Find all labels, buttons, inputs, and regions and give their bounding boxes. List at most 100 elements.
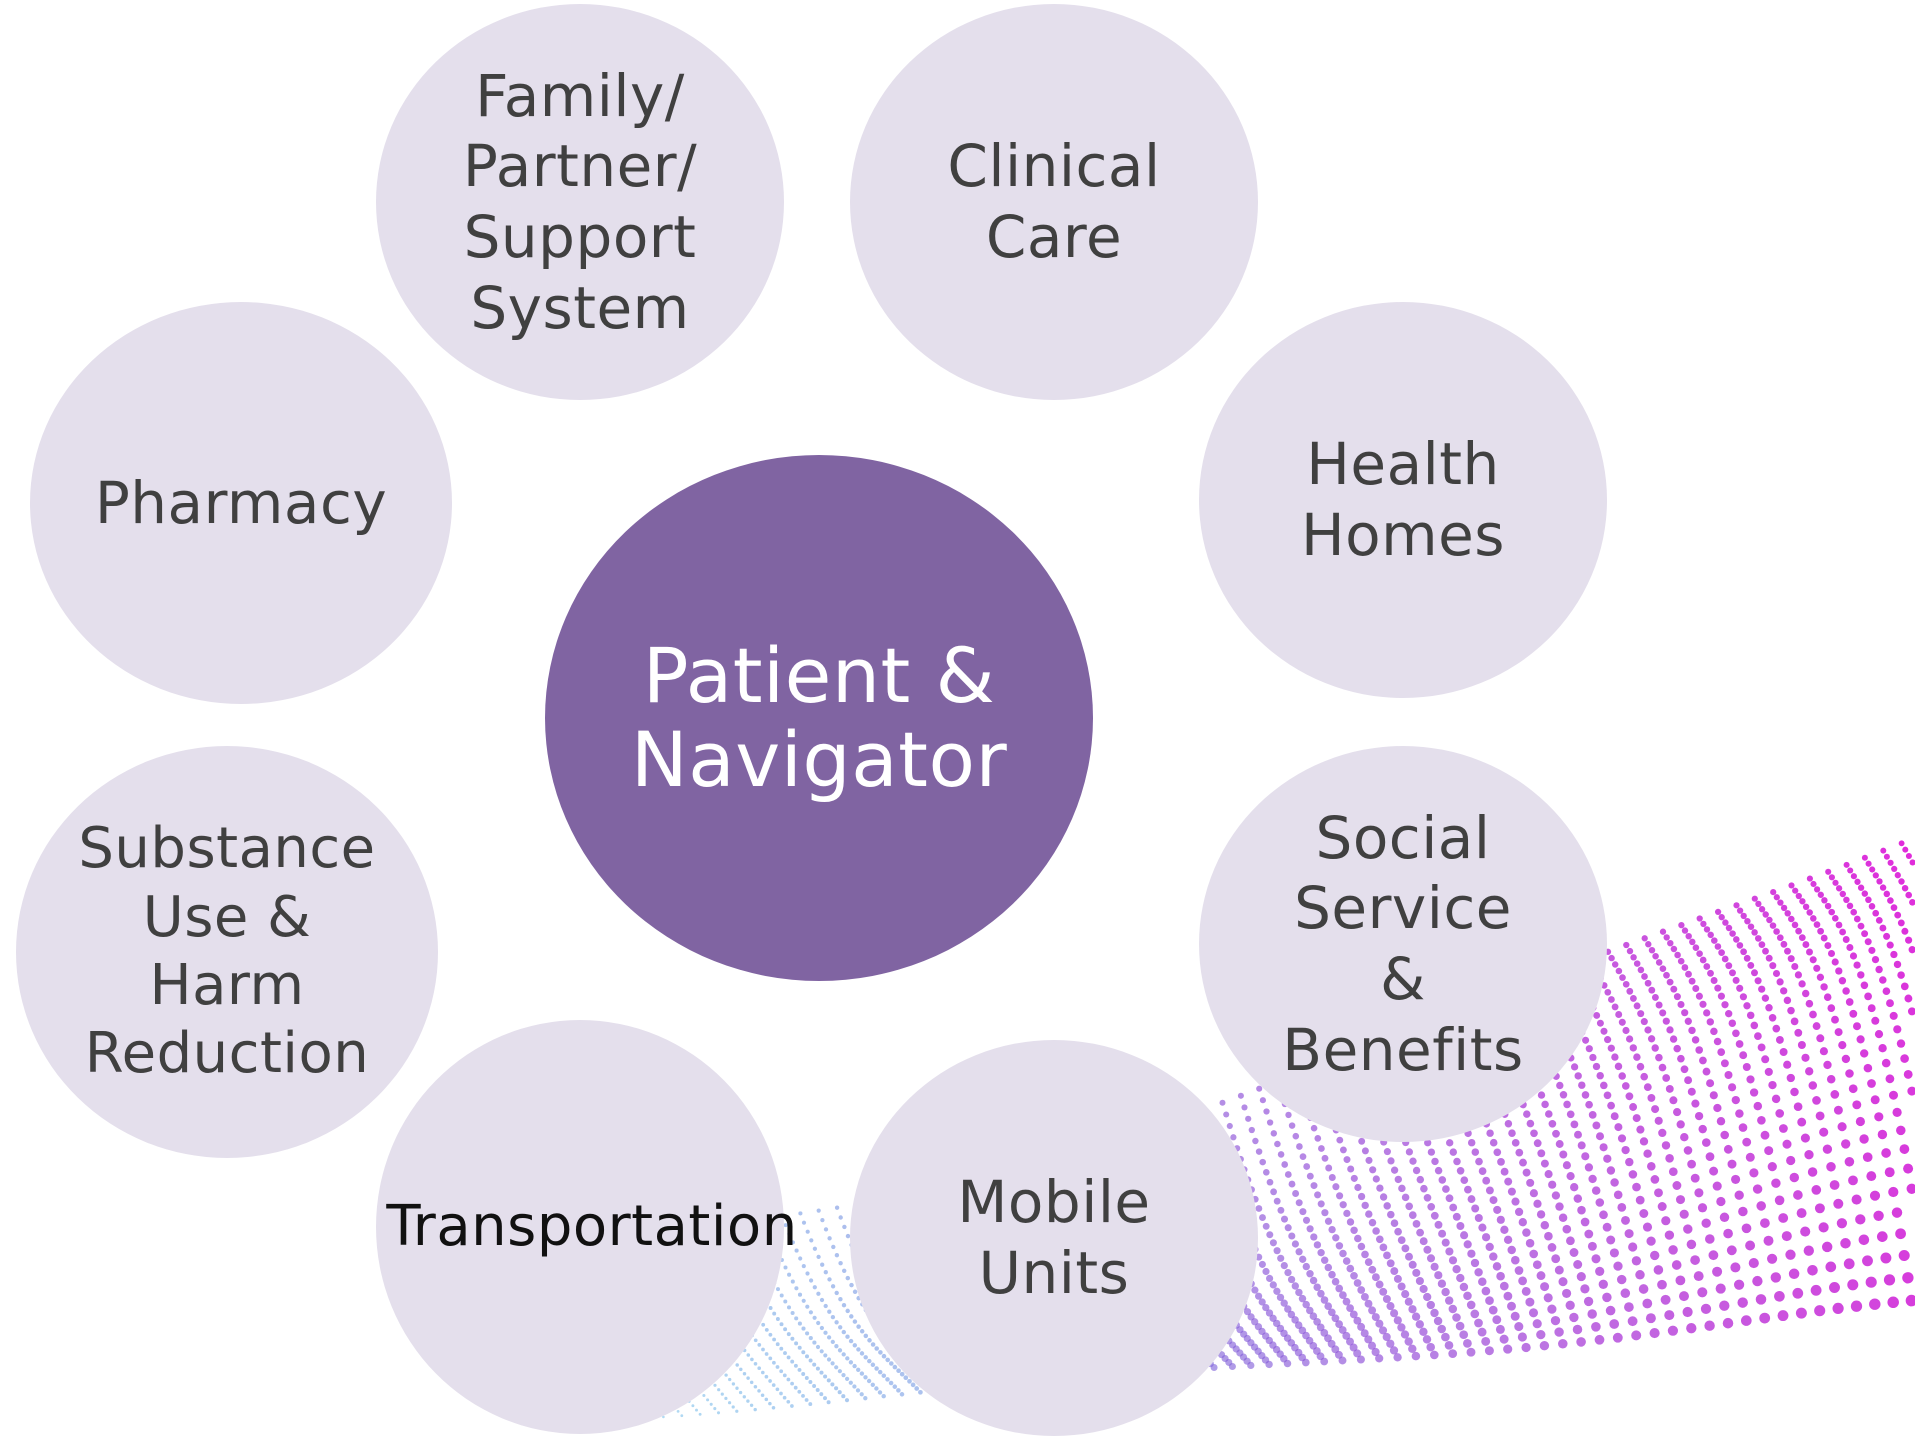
decor-dot [1847, 867, 1854, 874]
decor-dot [903, 1375, 909, 1381]
decor-dot [1485, 1296, 1494, 1305]
decor-dot [1657, 1202, 1667, 1211]
decor-dot [1500, 1225, 1509, 1234]
decor-dot [1684, 1076, 1693, 1085]
decor-dot [826, 1400, 831, 1405]
decor-dot [1716, 1116, 1726, 1126]
decor-dot [1701, 1218, 1711, 1228]
decor-dot [1599, 1210, 1608, 1220]
decor-dot [1610, 1112, 1619, 1121]
decor-dot [1622, 1026, 1630, 1035]
decor-dot [1687, 1087, 1696, 1096]
decor-dot [841, 1352, 846, 1357]
decor-dot [771, 1406, 776, 1410]
decor-dot [808, 1402, 813, 1407]
decor-dot [830, 1382, 835, 1387]
decor-dot [1316, 1323, 1325, 1332]
decor-dot [1642, 1222, 1653, 1232]
decor-dot [852, 1289, 858, 1295]
decor-dot [1270, 1130, 1278, 1137]
decor-dot [801, 1264, 806, 1269]
decor-dot [1839, 890, 1846, 898]
decor-dot [1287, 1275, 1296, 1284]
decor-dot [1419, 1237, 1428, 1246]
decor-dot [1659, 1009, 1667, 1017]
decor-dot [1547, 1304, 1557, 1314]
decor-dot [819, 1392, 824, 1397]
decor-dot [1478, 1167, 1487, 1175]
decor-dot [1745, 1152, 1755, 1162]
decor-dot [1636, 1062, 1645, 1071]
decor-dot [1857, 922, 1865, 930]
decor-dot [1814, 1203, 1825, 1214]
decor-dot [870, 1382, 875, 1387]
decor-dot [1306, 1225, 1314, 1233]
decor-dot [1389, 1346, 1399, 1355]
slide-number: 19 [1836, 1388, 1859, 1410]
node-clinical-care: Clinical Care [850, 4, 1258, 400]
decor-dot [1517, 1332, 1527, 1342]
decor-dot [1761, 994, 1770, 1002]
decor-dot [1848, 1175, 1858, 1186]
node-substance-use-harm-reduction: Substance Use & Harm Reduction [16, 746, 438, 1158]
decor-dot [1719, 1300, 1730, 1311]
decor-dot [746, 1399, 750, 1403]
decor-dot [1872, 872, 1879, 879]
decor-dot [1679, 1291, 1689, 1302]
decor-dot [1783, 1060, 1792, 1069]
decor-dot [1317, 1200, 1325, 1208]
decor-dot [820, 1217, 825, 1223]
decor-dot [1306, 1306, 1314, 1315]
decor-dot [1532, 1319, 1542, 1329]
decor-dot [1611, 961, 1619, 968]
decor-dot [1845, 1069, 1854, 1078]
decor-dot [1474, 1268, 1483, 1277]
decor-dot [1684, 1017, 1692, 1025]
decor-dot [1838, 977, 1847, 985]
decor-dot [1871, 955, 1880, 964]
decor-dot [1695, 1046, 1704, 1054]
decor-dot [1842, 936, 1850, 943]
decor-dot [1262, 1303, 1270, 1312]
decor-dot [1756, 1201, 1766, 1211]
decor-dot [1383, 1148, 1391, 1156]
decor-dot [1724, 1071, 1733, 1079]
decor-dot [1464, 1185, 1472, 1194]
decor-dot [782, 1395, 787, 1400]
decor-dot [1671, 1260, 1682, 1270]
decor-dot [1379, 1287, 1388, 1296]
decor-dot [1273, 1197, 1281, 1205]
decor-dot [1758, 985, 1766, 993]
decor-dot [1415, 1276, 1424, 1286]
decor-dot [863, 1396, 868, 1401]
decor-dot [842, 1224, 847, 1230]
decor-dot [1725, 962, 1733, 970]
decor-dot [1563, 1100, 1571, 1109]
decor-dot [1562, 1161, 1571, 1170]
decor-dot [1816, 1034, 1825, 1043]
decor-dot [1496, 1271, 1505, 1281]
decor-dot [1691, 1036, 1700, 1044]
decor-dot [1665, 1154, 1674, 1163]
decor-dot [1784, 910, 1791, 917]
decor-dot [793, 1363, 798, 1368]
decor-dot [1844, 1157, 1855, 1167]
decor-dot [1353, 1349, 1362, 1358]
node-label: Family/ Partner/ Support System [462, 61, 698, 342]
decor-dot [1324, 1217, 1333, 1225]
decor-dot [1588, 1174, 1597, 1184]
decor-dot [1488, 1305, 1498, 1315]
decor-dot [1668, 1167, 1678, 1177]
decor-dot [1324, 1263, 1333, 1272]
decor-dot [1773, 894, 1780, 901]
decor-dot [1706, 1079, 1715, 1088]
node-label: Health Homes [1301, 430, 1505, 569]
decor-dot [1259, 1214, 1266, 1222]
decor-dot [786, 1399, 791, 1404]
decor-dot [1390, 1219, 1399, 1228]
decor-dot [1717, 1048, 1726, 1056]
decor-dot [1511, 1197, 1520, 1206]
decor-dot [1354, 1183, 1362, 1192]
decor-dot [1441, 1287, 1450, 1297]
decor-dot [724, 1373, 728, 1377]
